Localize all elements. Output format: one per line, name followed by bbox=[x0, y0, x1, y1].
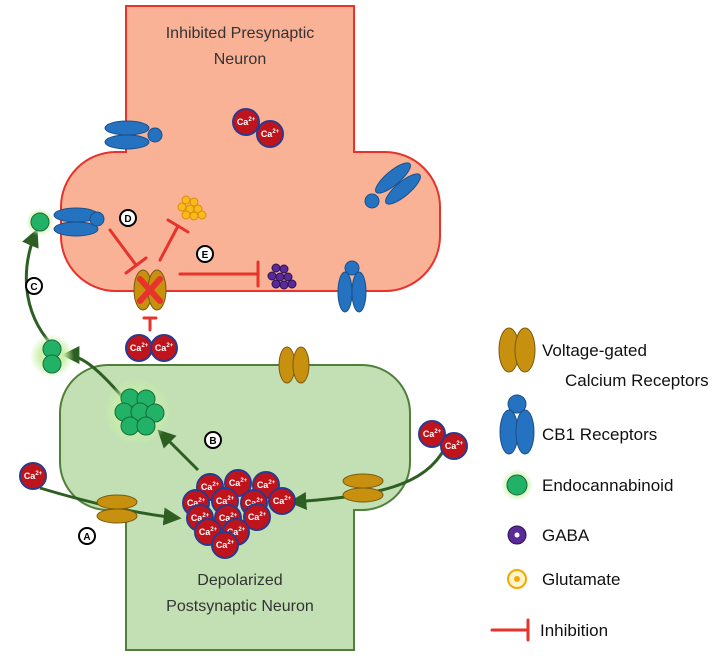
calcium-ion-label: Ca2+ bbox=[201, 482, 220, 492]
calcium-ion-label: Ca2+ bbox=[216, 540, 235, 550]
calcium-ion-label: Ca2+ bbox=[273, 496, 292, 506]
x-block-icon bbox=[137, 276, 163, 304]
presynaptic-title-line2: Neuron bbox=[214, 51, 266, 68]
calcium-ion-label: Ca2+ bbox=[130, 343, 149, 353]
postsynaptic-title-line2: Postsynaptic Neuron bbox=[166, 598, 314, 615]
legend-endocannabinoid-label: Endocannabinoid bbox=[542, 476, 673, 495]
cb1-receptor-top-left bbox=[104, 120, 163, 150]
endocannabinoid-bound bbox=[26, 208, 54, 236]
endocannabinoid-cluster bbox=[103, 378, 171, 446]
legend-inhibition-label: Inhibition bbox=[540, 621, 608, 640]
endocannabinoid-released bbox=[30, 334, 74, 378]
calcium-ion-label: Ca2+ bbox=[155, 343, 174, 353]
calcium-channel-right bbox=[342, 473, 384, 503]
calcium-ion: Ca2+ bbox=[243, 503, 271, 531]
cb1-receptor-bound bbox=[53, 207, 105, 237]
legend-endocannabinoid-icon bbox=[501, 469, 533, 501]
calcium-ion: Ca2+ bbox=[256, 120, 284, 148]
legend: Voltage-gated Calcium Receptors CB1 Rece… bbox=[490, 327, 709, 642]
calcium-ion-label: Ca2+ bbox=[191, 513, 210, 523]
inhibition-channel-glutamate bbox=[158, 218, 190, 262]
calcium-ion: Ca2+ bbox=[268, 487, 296, 515]
inhibition-calcium-entry bbox=[142, 316, 158, 332]
legend-vgcc-icon bbox=[498, 327, 536, 373]
legend-inhibition-icon bbox=[490, 618, 530, 642]
inhibition-e-gaba bbox=[178, 260, 260, 288]
calcium-channel-top bbox=[278, 346, 310, 384]
step-e-label: E bbox=[196, 245, 214, 263]
legend-glutamate-icon bbox=[507, 569, 527, 589]
presynaptic-title-line1: Inhibited Presynaptic bbox=[166, 25, 315, 42]
step-c-label: C bbox=[25, 277, 43, 295]
calcium-ion-label: Ca2+ bbox=[227, 527, 246, 537]
step-a-label: A bbox=[78, 527, 96, 545]
calcium-ion-label: Ca2+ bbox=[219, 513, 238, 523]
calcium-ion-label: Ca2+ bbox=[229, 478, 248, 488]
calcium-ion: Ca2+ bbox=[232, 108, 260, 136]
postsynaptic-title-line1: Depolarized bbox=[197, 572, 282, 589]
calcium-ion: Ca2+ bbox=[440, 432, 468, 460]
gaba-cluster bbox=[267, 263, 297, 290]
inhibition-d-channel bbox=[108, 228, 148, 275]
svg-text:E: E bbox=[202, 250, 209, 261]
calcium-ion-label: Ca2+ bbox=[24, 471, 43, 481]
glutamate-cluster bbox=[177, 195, 207, 221]
calcium-ion: Ca2+ bbox=[418, 420, 446, 448]
calcium-ion-label: Ca2+ bbox=[237, 117, 256, 127]
arrow-b-endocannabinoid-synthesis bbox=[157, 429, 200, 472]
svg-text:B: B bbox=[209, 436, 216, 447]
legend-cb1-icon bbox=[499, 394, 535, 455]
calcium-ion-label: Ca2+ bbox=[245, 498, 264, 508]
legend-cb1-label: CB1 Receptors bbox=[542, 425, 657, 444]
legend-vgcc-line2: Calcium Receptors bbox=[565, 371, 709, 390]
cb1-receptor-bottom bbox=[337, 260, 367, 313]
blocked-calcium-channel bbox=[133, 269, 167, 311]
svg-text:C: C bbox=[30, 282, 37, 293]
calcium-channel-left bbox=[96, 494, 138, 524]
presynaptic-neuron bbox=[60, 5, 441, 292]
calcium-ion: Ca2+ bbox=[211, 531, 239, 559]
legend-vgcc-line1: Voltage-gated bbox=[542, 341, 647, 360]
legend-gaba-icon bbox=[507, 525, 527, 545]
calcium-ion-label: Ca2+ bbox=[257, 480, 276, 490]
calcium-ion-label: Ca2+ bbox=[423, 429, 442, 439]
calcium-ion-label: Ca2+ bbox=[445, 441, 464, 451]
calcium-ion-label: Ca2+ bbox=[187, 498, 206, 508]
legend-gaba-label: GABA bbox=[542, 526, 590, 545]
calcium-ion: Ca2+ bbox=[19, 462, 47, 490]
calcium-ion: Ca2+ bbox=[150, 334, 178, 362]
step-d-label: D bbox=[119, 209, 137, 227]
svg-text:A: A bbox=[83, 532, 90, 543]
calcium-ion-label: Ca2+ bbox=[261, 129, 280, 139]
calcium-ion-label: Ca2+ bbox=[199, 527, 218, 537]
cb1-receptor-right bbox=[364, 162, 421, 209]
calcium-ion: Ca2+ bbox=[125, 334, 153, 362]
svg-text:D: D bbox=[124, 214, 131, 225]
arrow-right-calcium-influx bbox=[288, 447, 447, 510]
step-b-label: B bbox=[204, 431, 222, 449]
calcium-ions: Ca2+Ca2+Ca2+Ca2+Ca2+Ca2+Ca2+Ca2+Ca2+Ca2+… bbox=[19, 108, 468, 559]
calcium-ion-label: Ca2+ bbox=[248, 512, 267, 522]
calcium-ion-label: Ca2+ bbox=[216, 496, 235, 506]
legend-glutamate-label: Glutamate bbox=[542, 570, 620, 589]
